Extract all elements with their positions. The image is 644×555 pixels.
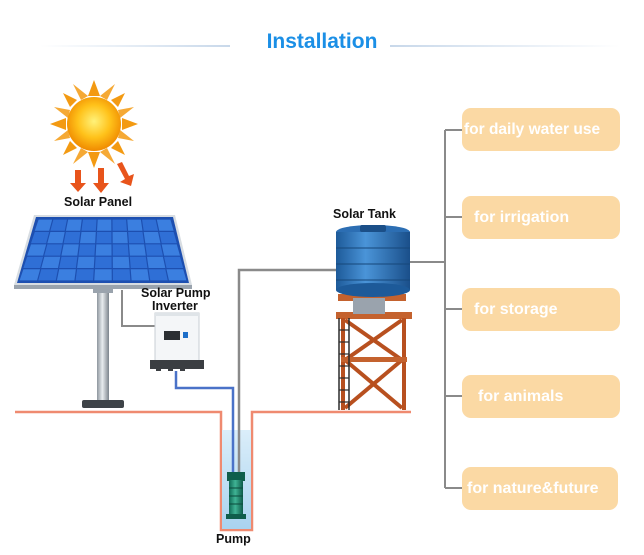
solar-tank-label: Solar Tank (333, 207, 396, 221)
use-box-nature-future: for nature&future (462, 467, 618, 510)
panel-pole (82, 287, 124, 408)
solar-cell (50, 219, 67, 231)
solar-cell (142, 219, 159, 231)
inverter-label-line2: Inverter (152, 299, 198, 313)
tank-tower (336, 294, 412, 410)
pump-cable (174, 371, 235, 478)
solar-cell (78, 244, 96, 256)
solar-cell (56, 269, 76, 281)
title-divider-right (390, 45, 620, 47)
solar-cell (61, 244, 79, 256)
solar-cell (81, 219, 97, 231)
use-box-storage: for storage (462, 288, 620, 331)
solar-cell (19, 269, 41, 281)
distribution-lines (410, 129, 462, 489)
outlet-pipe (237, 268, 340, 478)
solar-cell (129, 244, 146, 256)
solar-cell (63, 232, 81, 244)
solar-cell (97, 219, 112, 231)
solar-cell (94, 256, 112, 268)
solar-cell (59, 256, 78, 268)
solar-cell (130, 269, 150, 281)
solar-cell (112, 219, 127, 231)
sunlight-arrows (70, 162, 134, 193)
inverter-label-line1: Solar Pump (141, 286, 211, 300)
sun-icon (50, 80, 138, 168)
solar-panel (14, 215, 192, 289)
solar-cell (146, 256, 166, 268)
solar-cell (65, 219, 82, 231)
use-box-animals: for animals (462, 375, 620, 418)
solar-cell (112, 244, 129, 256)
solar-cell (145, 244, 163, 256)
solar-cell (112, 269, 131, 281)
solar-panel-label: Solar Panel (64, 195, 133, 209)
solar-cell (143, 232, 161, 244)
panel-wire (121, 290, 156, 327)
solar-cell (75, 269, 94, 281)
solar-cell (47, 232, 65, 244)
solar-cell (27, 244, 47, 256)
title-divider-left (40, 45, 230, 47)
solar-cell (164, 256, 184, 268)
solar-cell (34, 219, 53, 231)
solar-cell (128, 232, 145, 244)
solar-cell (166, 269, 187, 281)
solar-cell (112, 256, 130, 268)
solar-cell (127, 219, 143, 231)
solar-cell (112, 232, 128, 244)
solar-cell (38, 269, 58, 281)
solar-cell (44, 244, 63, 256)
inverter (150, 312, 204, 371)
use-box-irrigation: for irrigation (462, 196, 620, 239)
use-box-daily-water: for daily water use (462, 108, 620, 151)
solar-cell (23, 256, 44, 268)
solar-cell (41, 256, 61, 268)
solar-cell (31, 232, 50, 244)
solar-cell (96, 232, 112, 244)
solar-cell (129, 256, 148, 268)
title-bar: Installation (0, 28, 644, 62)
pump-label: Pump (216, 532, 251, 546)
solar-tank (336, 225, 410, 297)
ground-line (15, 410, 411, 532)
solar-cell (80, 232, 96, 244)
solar-cell (95, 244, 112, 256)
page-title: Installation (266, 30, 378, 53)
solar-cell (161, 244, 180, 256)
solar-cell (148, 269, 168, 281)
solar-cell (156, 219, 174, 231)
solar-cell (159, 232, 177, 244)
pump (226, 472, 246, 519)
solar-cell (94, 269, 112, 281)
solar-cell (77, 256, 95, 268)
